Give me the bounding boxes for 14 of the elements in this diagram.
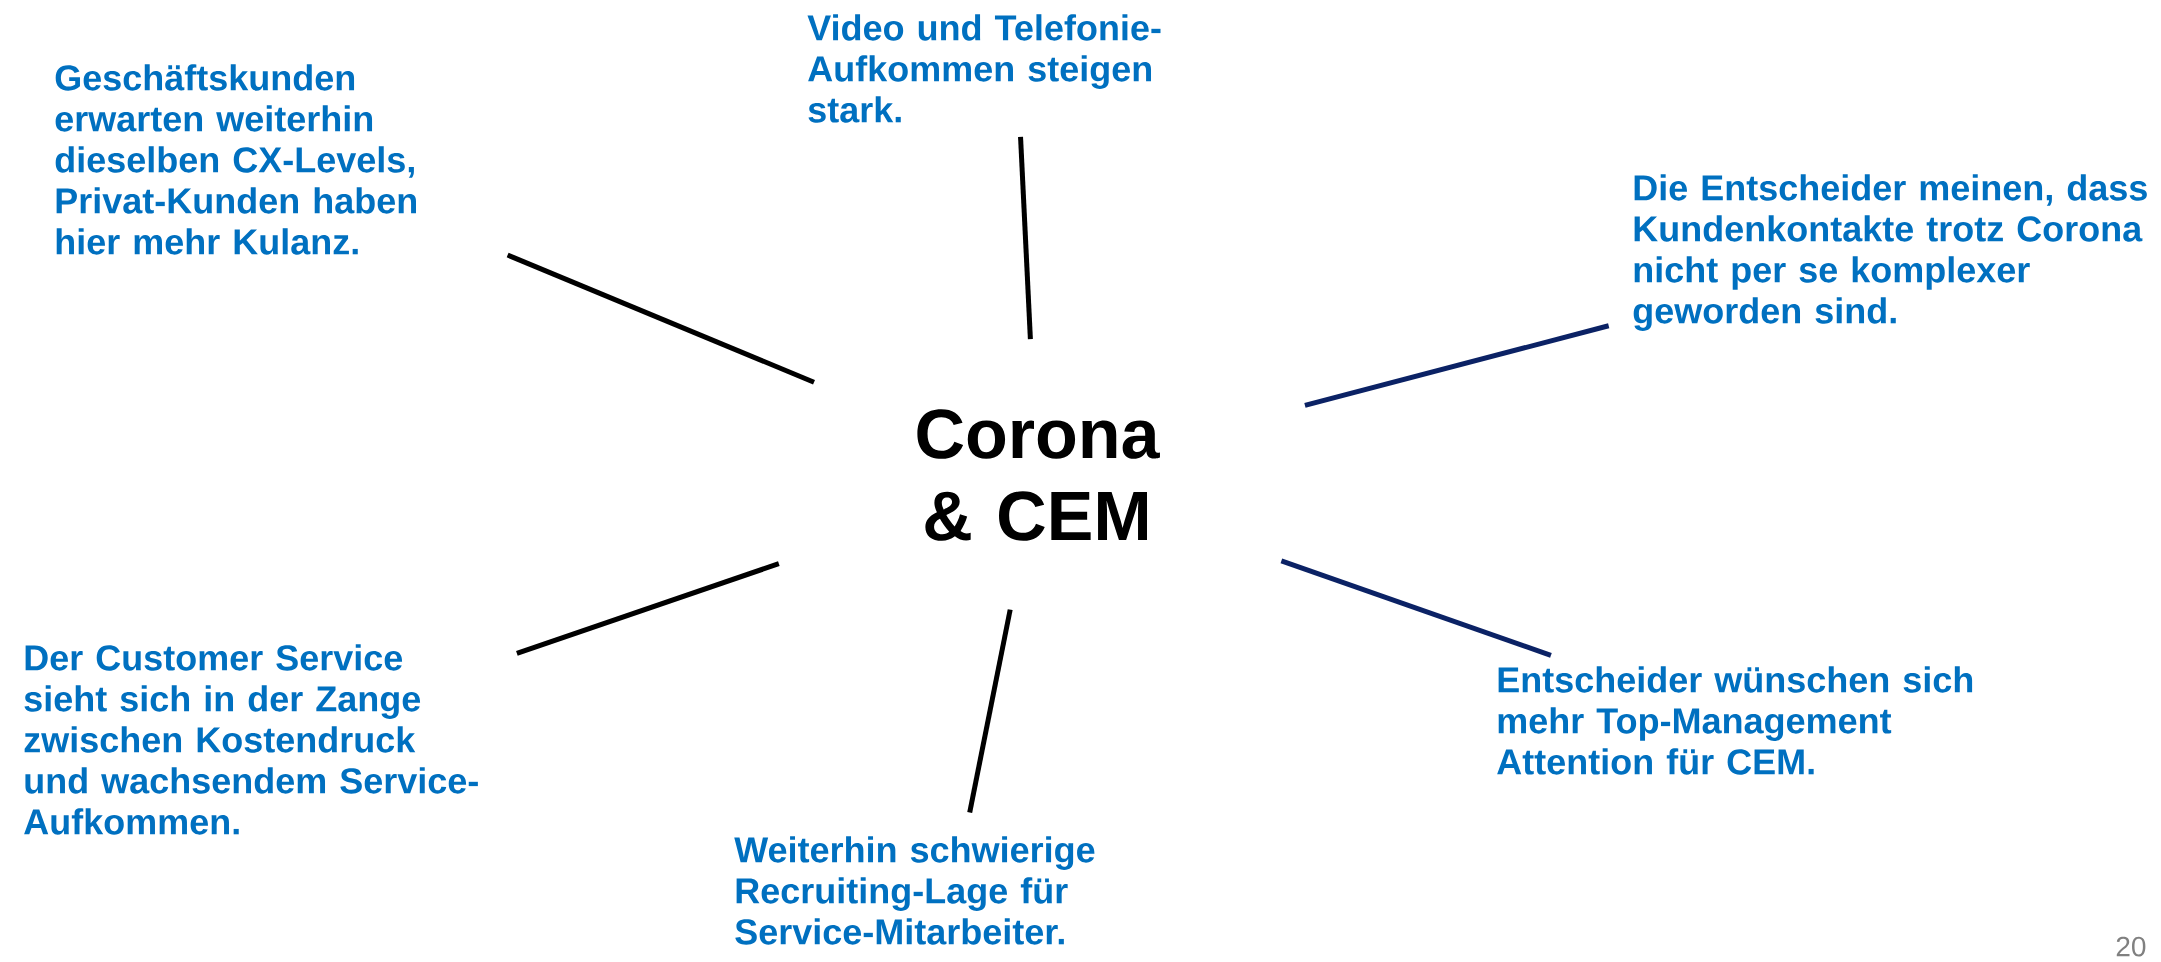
topic-text: Entscheider wünschen sich mehr Top-Management Attention für CEM. [1497, 666, 1973, 775]
topic-text: Geschäftskunden erwarten weiterhin dieselben CX-Levels, Privat-Kunden haben hier mehr Kulanz. [55, 64, 416, 255]
connector-line [1018, 136, 1033, 340]
connector-line [516, 561, 780, 656]
connector-line [1280, 558, 1552, 658]
connector-line [967, 609, 1013, 813]
topic-text: Weiterhin schwierige Recruiting-Lage für Service-Mitarbeiter. [734, 836, 1095, 945]
page-number: 20 [2116, 936, 2146, 957]
topic-text: Die Entscheider meinen, dass Kundenkontakte trotz Corona nicht per se komplexer geworden sind. [1633, 174, 2147, 331]
connector-line [1304, 323, 1610, 408]
topic-text: Video und Telefonie-Aufkommen steigen stark. [807, 14, 1161, 123]
connector-line [506, 252, 815, 385]
center-title: Corona & CEM [917, 409, 1160, 541]
topic-text: Der Customer Service sieht sich in der Zange zwischen Kostendruck und wachsendem Service-Aufkommen. [24, 644, 478, 835]
